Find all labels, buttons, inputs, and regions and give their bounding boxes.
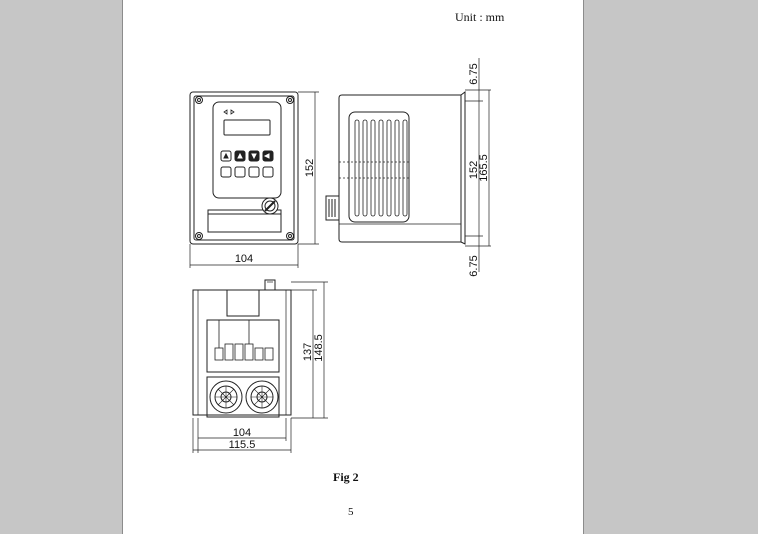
dim-front-height: 152 <box>304 159 316 177</box>
dim-bottom-total-height: 148.5 <box>313 334 325 362</box>
front-view <box>189 91 319 268</box>
side-view <box>325 58 491 272</box>
unit-label: Unit : mm <box>455 10 505 24</box>
page-number: 5 <box>348 506 354 518</box>
dim-bottom-inner-width: 104 <box>233 427 251 439</box>
dim-side-total-height: 165.5 <box>478 154 490 182</box>
figure-caption: Fig 2 <box>333 470 359 484</box>
dim-side-top-offset: 6.75 <box>468 63 480 84</box>
dim-bottom-inner-height: 137 <box>302 343 314 361</box>
dim-side-bottom-offset: 6.75 <box>468 255 480 276</box>
document-page: Unit : mm <box>122 0 584 534</box>
dimension-drawing: 152 104 6.75 152 165.5 6.75 137 148.5 10… <box>189 58 491 453</box>
fan-right <box>245 380 279 414</box>
bottom-view <box>192 279 328 453</box>
dim-side-inner-height: 152 <box>468 161 480 179</box>
fan-left <box>209 380 243 414</box>
dim-front-width: 104 <box>235 253 253 265</box>
dim-bottom-total-width: 115.5 <box>229 439 256 451</box>
